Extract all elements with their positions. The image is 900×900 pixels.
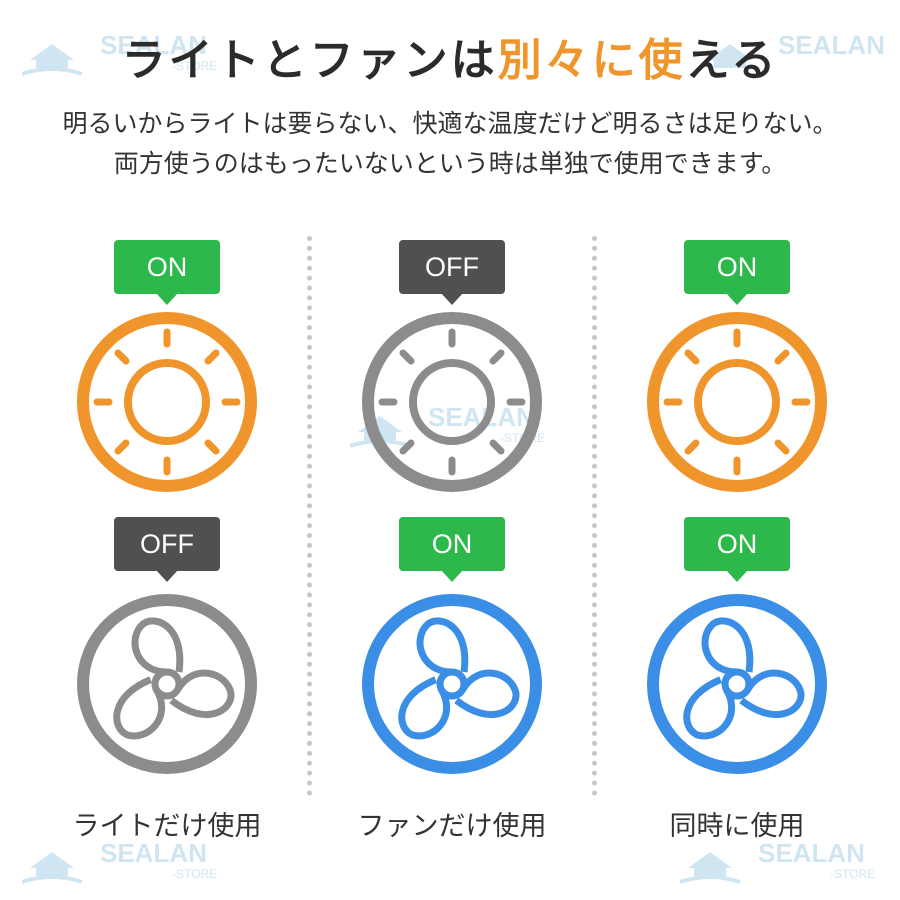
light-status-badge: OFF (399, 240, 505, 305)
svg-text:-STORE: -STORE (830, 867, 875, 881)
description-line-2: 両方使うのはもったいないという時は単独で使用できます。 (113, 149, 787, 178)
page-title: ライトとファンは別々に使える (0, 24, 900, 88)
light-sun-icon (647, 312, 827, 492)
title-accent: 別々に使 (497, 35, 686, 86)
svg-text:SEALAN: SEALAN (758, 838, 865, 868)
svg-text:SEALAN: SEALAN (778, 30, 885, 60)
column-divider-left (307, 236, 312, 796)
watermark-logo-top-left: SEALAN-STORE (22, 30, 217, 76)
caption-both: 同時に使用 (669, 811, 805, 842)
svg-text:-STORE: -STORE (172, 59, 217, 73)
svg-text:SEALAN: SEALAN (100, 30, 207, 60)
light-sun-icon (362, 312, 542, 492)
svg-text:-STORE: -STORE (172, 867, 217, 881)
fan-status-badge: OFF (114, 517, 220, 582)
fan-icon (77, 594, 257, 774)
fan-status-badge: ON (684, 517, 790, 582)
caption-fan-only: ファンだけ使用 (357, 811, 547, 842)
watermark-logo-bottom-right: SEALAN-STORE (680, 838, 875, 884)
column-divider-right (592, 236, 597, 796)
caption-light-only: ライトだけ使用 (72, 811, 262, 842)
svg-text:SEALAN: SEALAN (100, 838, 207, 868)
watermark-logo-top-right: SEALAN (708, 30, 885, 68)
fan-icon (647, 594, 827, 774)
light-sun-icon (77, 312, 257, 492)
fan-status-badge: ON (399, 517, 505, 582)
light-status-badge: ON (114, 240, 220, 305)
fan-icon (362, 594, 542, 774)
watermark-logo-bottom-left: SEALAN-STORE (22, 838, 217, 884)
title-part-1: ライトとファンは (121, 35, 498, 86)
title-part-2: える (685, 35, 779, 86)
light-status-badge: ON (684, 240, 790, 305)
description-line-1: 明るいからライトは要らない、快適な温度だけど明るさは足りない。 (62, 109, 838, 138)
